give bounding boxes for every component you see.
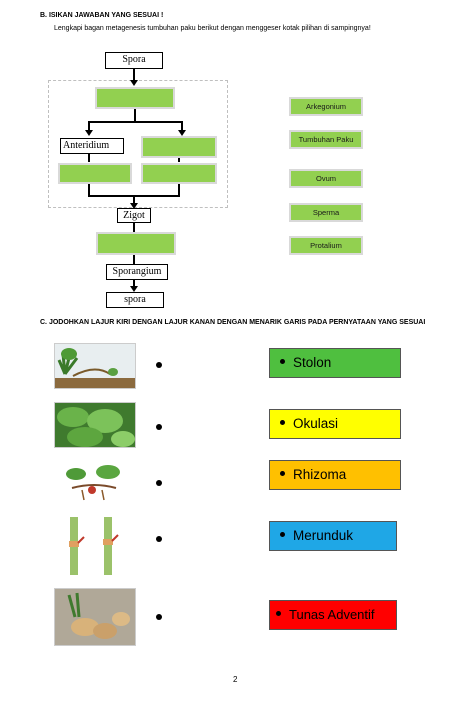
match-label: Merunduk xyxy=(293,528,354,543)
match-label: Tunas Adventif xyxy=(289,607,375,622)
left-dot-5[interactable] xyxy=(156,614,162,620)
section-c-title: C. JODOHKAN LAJUR KIRI DENGAN LAJUR KANA… xyxy=(40,319,426,326)
sporangium-box: Sporangium xyxy=(106,264,168,280)
left-dot-1[interactable] xyxy=(156,362,162,368)
rhizome-plant-image xyxy=(62,460,126,504)
section-b-title: B. ISIKAN JAWABAN YANG SESUAI ! xyxy=(40,12,164,19)
option-protalium[interactable]: Protalium xyxy=(289,236,363,255)
blank-slot-4[interactable] xyxy=(141,163,217,184)
match-label: Stolon xyxy=(293,355,332,370)
bullet-icon xyxy=(280,419,285,425)
ginger-rhizome-image xyxy=(54,588,136,646)
flowchart-frame xyxy=(48,80,228,208)
bullet-icon xyxy=(280,531,285,537)
option-arkegonium[interactable]: Arkegonium xyxy=(289,97,363,116)
match-stolon[interactable]: Stolon xyxy=(269,348,401,378)
bullet-icon xyxy=(280,470,285,476)
blank-slot-1[interactable] xyxy=(95,87,175,109)
page-number: 2 xyxy=(233,675,238,684)
match-merunduk[interactable]: Merunduk xyxy=(269,521,397,551)
option-sperma[interactable]: Sperma xyxy=(289,203,363,222)
spora-bottom-box: spora xyxy=(106,292,164,308)
grafting-plant-image xyxy=(60,515,130,577)
match-label: Okulasi xyxy=(293,416,339,431)
left-dot-3[interactable] xyxy=(156,480,162,486)
stolon-plant-image xyxy=(54,343,136,389)
left-dot-2[interactable] xyxy=(156,424,162,430)
leaf-plant-image xyxy=(54,402,136,448)
match-label: Rhizoma xyxy=(293,467,347,482)
match-tunas-adventif[interactable]: Tunas Adventif xyxy=(269,600,397,630)
zigot-box: Zigot xyxy=(117,208,151,223)
blank-slot-2[interactable] xyxy=(141,136,217,158)
blank-slot-3[interactable] xyxy=(58,163,132,184)
left-dot-4[interactable] xyxy=(156,536,162,542)
match-rhizoma[interactable]: Rhizoma xyxy=(269,460,401,490)
bullet-icon xyxy=(276,611,281,617)
bullet-icon xyxy=(280,358,285,364)
option-ovum[interactable]: Ovum xyxy=(289,169,363,188)
match-okulasi[interactable]: Okulasi xyxy=(269,409,401,439)
blank-slot-5[interactable] xyxy=(96,232,176,255)
spora-top-box: Spora xyxy=(105,52,163,69)
option-tumbuhan-paku[interactable]: Tumbuhan Paku xyxy=(289,130,363,149)
section-b-instruction: Lengkapi bagan metagenesis tumbuhan paku… xyxy=(54,25,371,32)
anteridium-box: Anteridium xyxy=(60,138,124,154)
